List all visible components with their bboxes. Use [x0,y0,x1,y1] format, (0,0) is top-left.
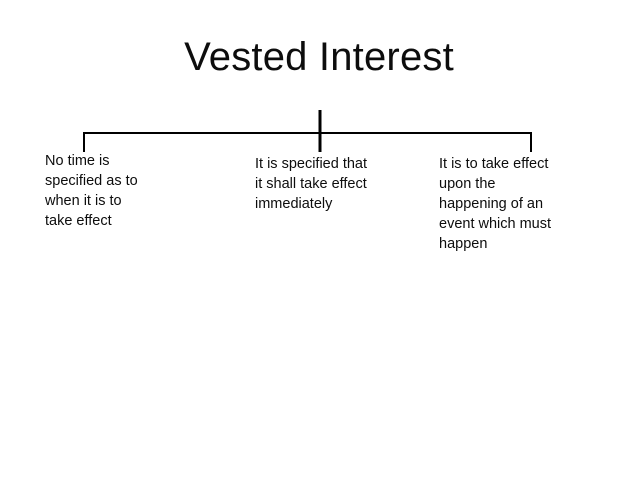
branch-label-event-must-happen: It is to take effect upon the happening … [439,156,552,252]
page-title: Vested Interest [184,35,454,79]
branch-label-no-time-specified: No time is specified as to when it is to… [45,153,138,229]
branch-label-immediate-effect: It is specified that it shall take effec… [255,156,368,212]
